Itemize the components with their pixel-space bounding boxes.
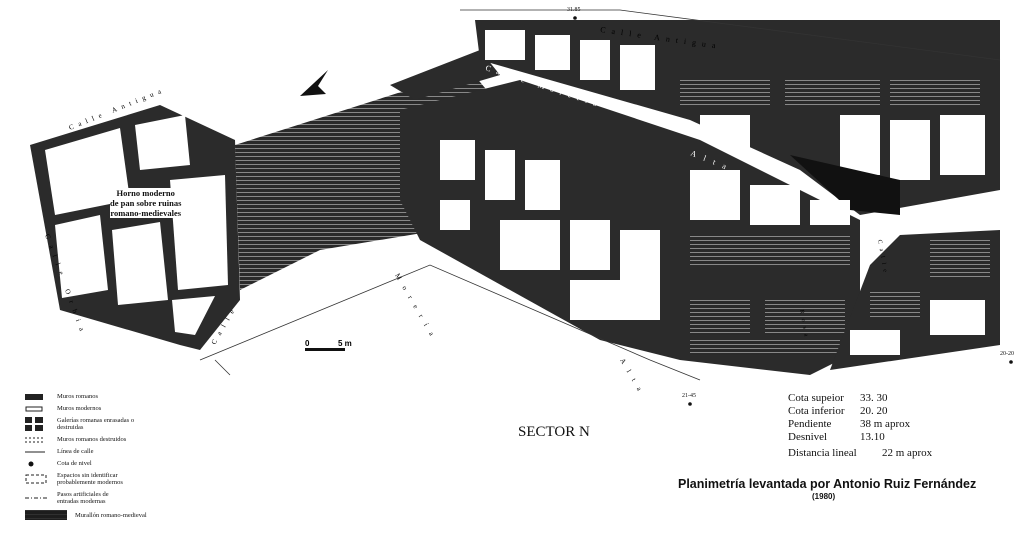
stat-row: Pendiente 38 m aprox	[788, 418, 932, 431]
level-point-icon	[1009, 360, 1013, 364]
legend-label: Pasos artificiales de entradas modernas	[57, 491, 109, 505]
west-block	[30, 105, 240, 350]
building-note-line: romano-medievales	[110, 208, 182, 218]
legend-item: Línea de calle	[25, 448, 147, 455]
stat-label: Cota inferior	[788, 405, 845, 417]
legend-label: Muros romanos destruidos	[57, 436, 127, 443]
elevation-label: 31.85	[567, 7, 581, 13]
legend-item: Murallón romano-medieval	[25, 510, 147, 520]
stat-value: 13.10	[860, 431, 885, 443]
gallery-icon	[25, 417, 43, 431]
stat-label: Cota supeior	[788, 392, 844, 404]
stat-value: 20. 20	[860, 405, 888, 417]
stat-value: 38 m aprox	[860, 418, 911, 430]
legend-label: Espacios sin identificar probablemente m…	[57, 472, 123, 486]
east-block	[830, 230, 1000, 370]
elevation-label: 21-45	[682, 393, 696, 399]
legend: Muros romanos Muros modernos Galerías ro…	[25, 393, 147, 525]
building-note: Horno moderno de pan sobre ruinas romano…	[110, 188, 182, 218]
rampart-icon	[25, 510, 67, 520]
legend-label: Muros modernos	[57, 405, 102, 412]
legend-item: Muros romanos	[25, 393, 147, 400]
stat-label: Distancia lineal	[788, 447, 857, 459]
roman-wall-icon	[25, 393, 43, 400]
stat-row: Distancia lineal 22 m aprox	[788, 447, 932, 460]
street-rosa-right: Rosa	[798, 309, 809, 342]
legend-label: Línea de calle	[57, 448, 94, 455]
scale-start: 0	[305, 339, 310, 348]
legend-item: Espacios sin identificar probablemente m…	[25, 472, 147, 486]
credit-title: Planimetría levantada por Antonio Ruiz F…	[678, 477, 977, 491]
level-point-icon	[28, 461, 34, 466]
northeast-blocks	[475, 20, 1000, 215]
legend-item: Pasos artificiales de entradas modernas	[25, 491, 147, 505]
legend-item: Cota de nivel	[25, 460, 147, 467]
site-stats: Cota supeior 33. 30 Cota inferior 20. 20 P…	[788, 392, 932, 460]
stat-label: Pendiente	[788, 418, 832, 430]
scale-end: 5 m	[338, 339, 352, 348]
level-point-icon	[573, 16, 577, 20]
legend-label: Cota de nivel	[57, 460, 92, 467]
unidentified-space-icon	[25, 474, 47, 484]
street-alta-lower: Alta	[618, 357, 647, 399]
legend-item: Galerías romanas enrasadas o destruidas	[25, 417, 147, 431]
sector-label: SECTOR N	[518, 424, 590, 440]
legend-label: Murallón romano-medieval	[75, 511, 147, 519]
building-note-line: Horno moderno	[116, 188, 175, 198]
legend-label: Galerías romanas enrasadas o destruidas	[57, 417, 135, 431]
elevation-label: 20-20	[1000, 351, 1014, 357]
stat-row: Cota inferior 20. 20	[788, 405, 932, 418]
level-point-icon	[688, 402, 692, 406]
legend-item: Muros modernos	[25, 405, 147, 412]
street-moreria-lower: Morería	[393, 272, 439, 344]
stat-row: Cota supeior 33. 30	[788, 392, 932, 405]
stat-value: 22 m aprox	[882, 447, 933, 459]
building-note-line: de pan sobre ruinas	[110, 198, 182, 208]
street-lines	[199, 9, 1001, 381]
artificial-passage-icon	[25, 497, 47, 499]
scale-bar: 0 5 m	[305, 339, 352, 351]
north-arrow-icon	[300, 70, 328, 96]
street-line-icon	[25, 451, 45, 452]
destroyed-wall-icon	[25, 437, 45, 442]
south-blocks	[400, 80, 860, 375]
modern-wall-icon	[25, 406, 43, 411]
credit-year: (1980)	[812, 492, 836, 501]
stat-value: 33. 30	[860, 392, 888, 404]
stat-row: Desnivel 13.10	[788, 431, 932, 444]
legend-label: Muros romanos	[57, 393, 98, 400]
stat-label: Desnivel	[788, 431, 828, 443]
legend-item: Muros romanos destruidos	[25, 436, 147, 443]
